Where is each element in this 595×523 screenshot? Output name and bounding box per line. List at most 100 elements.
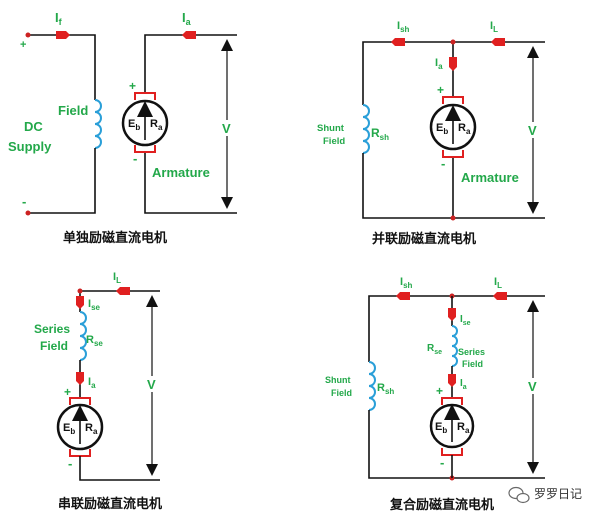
compound-ra-label: Ra bbox=[457, 421, 470, 435]
compound-line-current-label: IL bbox=[494, 276, 502, 290]
shunt-line-current-arrow bbox=[491, 38, 505, 46]
compound-series-current-arrow bbox=[448, 308, 456, 321]
compound-shunt-resistance-label: Rsh bbox=[377, 382, 394, 396]
compound-top-wire bbox=[368, 295, 545, 362]
shunt-top-brush bbox=[442, 96, 464, 104]
series-field-current-label: Ise bbox=[88, 298, 101, 312]
supply-negative-terminal bbox=[25, 210, 31, 216]
field-label: Field bbox=[58, 103, 88, 118]
supply-minus: - bbox=[22, 194, 26, 209]
voltage-label: V bbox=[222, 121, 231, 136]
caption-shunt: 并联励磁直流电机 bbox=[372, 231, 476, 246]
armature-current-label: Ia bbox=[182, 10, 192, 27]
series-bottom-wire bbox=[79, 456, 160, 481]
compound-armature-current-label: Ia bbox=[460, 378, 467, 391]
shunt-bottom-wire bbox=[362, 153, 545, 219]
compound-armature-current-arrow bbox=[448, 374, 456, 387]
compound-shunt-current-label: Ish bbox=[400, 276, 413, 290]
series-ra-label: Ra bbox=[85, 422, 98, 436]
compound-armature-minus: - bbox=[440, 455, 444, 470]
watermark: 罗罗日记 bbox=[508, 486, 582, 504]
compound-bottom-wire bbox=[368, 410, 545, 479]
supply-plus: + bbox=[20, 39, 26, 51]
compound-series-coil bbox=[451, 325, 458, 367]
shunt-field-current-arrow bbox=[391, 38, 405, 46]
shunt-voltage-label: V bbox=[528, 123, 537, 138]
compound-shunt-field-label-2: Field bbox=[331, 388, 352, 398]
series-voltage-label: V bbox=[147, 377, 156, 392]
shunt-armature-current-label: Ia bbox=[435, 57, 443, 71]
wechat-icon bbox=[508, 486, 530, 504]
shunt-top-junction bbox=[450, 39, 456, 45]
compound-back-emf-label: Eb bbox=[435, 421, 447, 435]
compound-armature-plus: + bbox=[436, 384, 443, 398]
compound-top-brush bbox=[441, 397, 463, 405]
series-armature-current-label: Ia bbox=[88, 376, 96, 390]
field-supply-wire bbox=[28, 34, 96, 100]
shunt-field-label-2: Field bbox=[323, 136, 345, 147]
shunt-diagram: Ish IL Ia Shunt Field Rsh + - Eb Ra Arma… bbox=[317, 20, 545, 246]
shunt-line-current-label: IL bbox=[490, 20, 498, 34]
separately-excited-diagram: If + - DC Supply Field Ia + - Eb Ra Arma… bbox=[8, 10, 237, 245]
armature-plus: + bbox=[129, 79, 136, 93]
shunt-field-current-label: Ish bbox=[397, 20, 410, 34]
armature-label: Armature bbox=[152, 165, 210, 180]
shunt-field-coil bbox=[362, 104, 370, 154]
series-field-coil bbox=[79, 311, 87, 361]
compound-voltage-label: V bbox=[528, 379, 537, 394]
series-resistance-label: Rse bbox=[86, 334, 103, 348]
series-line-current-label: IL bbox=[113, 271, 121, 285]
series-armature-minus: - bbox=[68, 456, 72, 471]
armature-resistance-label: Ra bbox=[150, 118, 163, 132]
shunt-back-emf-label: Eb bbox=[436, 122, 448, 136]
armature-current-arrow bbox=[182, 31, 196, 39]
shunt-field-label-1: Shunt bbox=[317, 123, 345, 134]
compound-series-resistance-label: Rse bbox=[427, 343, 442, 356]
shunt-ra-label: Ra bbox=[458, 122, 471, 136]
caption-series: 串联励磁直流电机 bbox=[58, 496, 162, 511]
compound-bottom-brush bbox=[441, 448, 463, 456]
series-armature-current-arrow bbox=[76, 372, 84, 385]
armature-minus: - bbox=[133, 151, 137, 166]
field-current-label: If bbox=[55, 10, 63, 27]
series-armature-plus: + bbox=[64, 385, 71, 399]
compound-series-field-label-1: Series bbox=[458, 347, 485, 357]
compound-shunt-field-label-1: Shunt bbox=[325, 375, 351, 385]
series-back-emf-label: Eb bbox=[63, 422, 75, 436]
series-top-brush bbox=[69, 397, 91, 405]
field-return-wire bbox=[28, 148, 96, 214]
shunt-armature-label: Armature bbox=[461, 170, 519, 185]
armature-top-brush bbox=[134, 92, 156, 100]
shunt-bottom-brush bbox=[442, 150, 464, 158]
watermark-text: 罗罗日记 bbox=[534, 487, 582, 501]
series-line-current-arrow bbox=[116, 287, 130, 295]
armature-bottom-brush bbox=[134, 145, 156, 153]
compound-series-current-label: Ise bbox=[460, 314, 471, 327]
shunt-resistance-label: Rsh bbox=[371, 126, 389, 142]
supply-label: Supply bbox=[8, 139, 52, 154]
series-field-label-1: Series bbox=[34, 322, 70, 336]
shunt-armature-plus: + bbox=[437, 83, 444, 97]
series-top-junction bbox=[77, 288, 83, 294]
series-field-current-arrow bbox=[76, 296, 84, 309]
series-diagram: IL Ise Series Field Rse Ia + Eb Ra - V 串… bbox=[34, 271, 162, 511]
shunt-armature-minus: - bbox=[441, 156, 445, 171]
caption-compound: 复合励磁直流电机 bbox=[389, 497, 494, 512]
shunt-bottom-junction bbox=[450, 215, 456, 221]
caption-separately-excited: 单独励磁直流电机 bbox=[63, 230, 167, 245]
compound-series-field-label-2: Field bbox=[462, 359, 483, 369]
compound-diagram: Ish IL Ise Rse Series Field Ia Shunt Fie… bbox=[325, 276, 545, 512]
armature-bottom-wire bbox=[144, 152, 237, 214]
series-field-label-2: Field bbox=[40, 339, 68, 353]
compound-shunt-coil bbox=[368, 361, 376, 411]
compound-shunt-current-arrow bbox=[396, 292, 410, 300]
supply-positive-terminal bbox=[25, 32, 31, 38]
dc-label: DC bbox=[24, 119, 43, 134]
compound-line-current-arrow bbox=[493, 292, 507, 300]
shunt-armature-current-arrow bbox=[449, 57, 457, 71]
shunt-top-wire bbox=[362, 41, 545, 105]
armature-top-wire bbox=[144, 34, 237, 93]
field-current-arrow bbox=[56, 31, 70, 39]
back-emf-label: Eb bbox=[128, 118, 140, 132]
